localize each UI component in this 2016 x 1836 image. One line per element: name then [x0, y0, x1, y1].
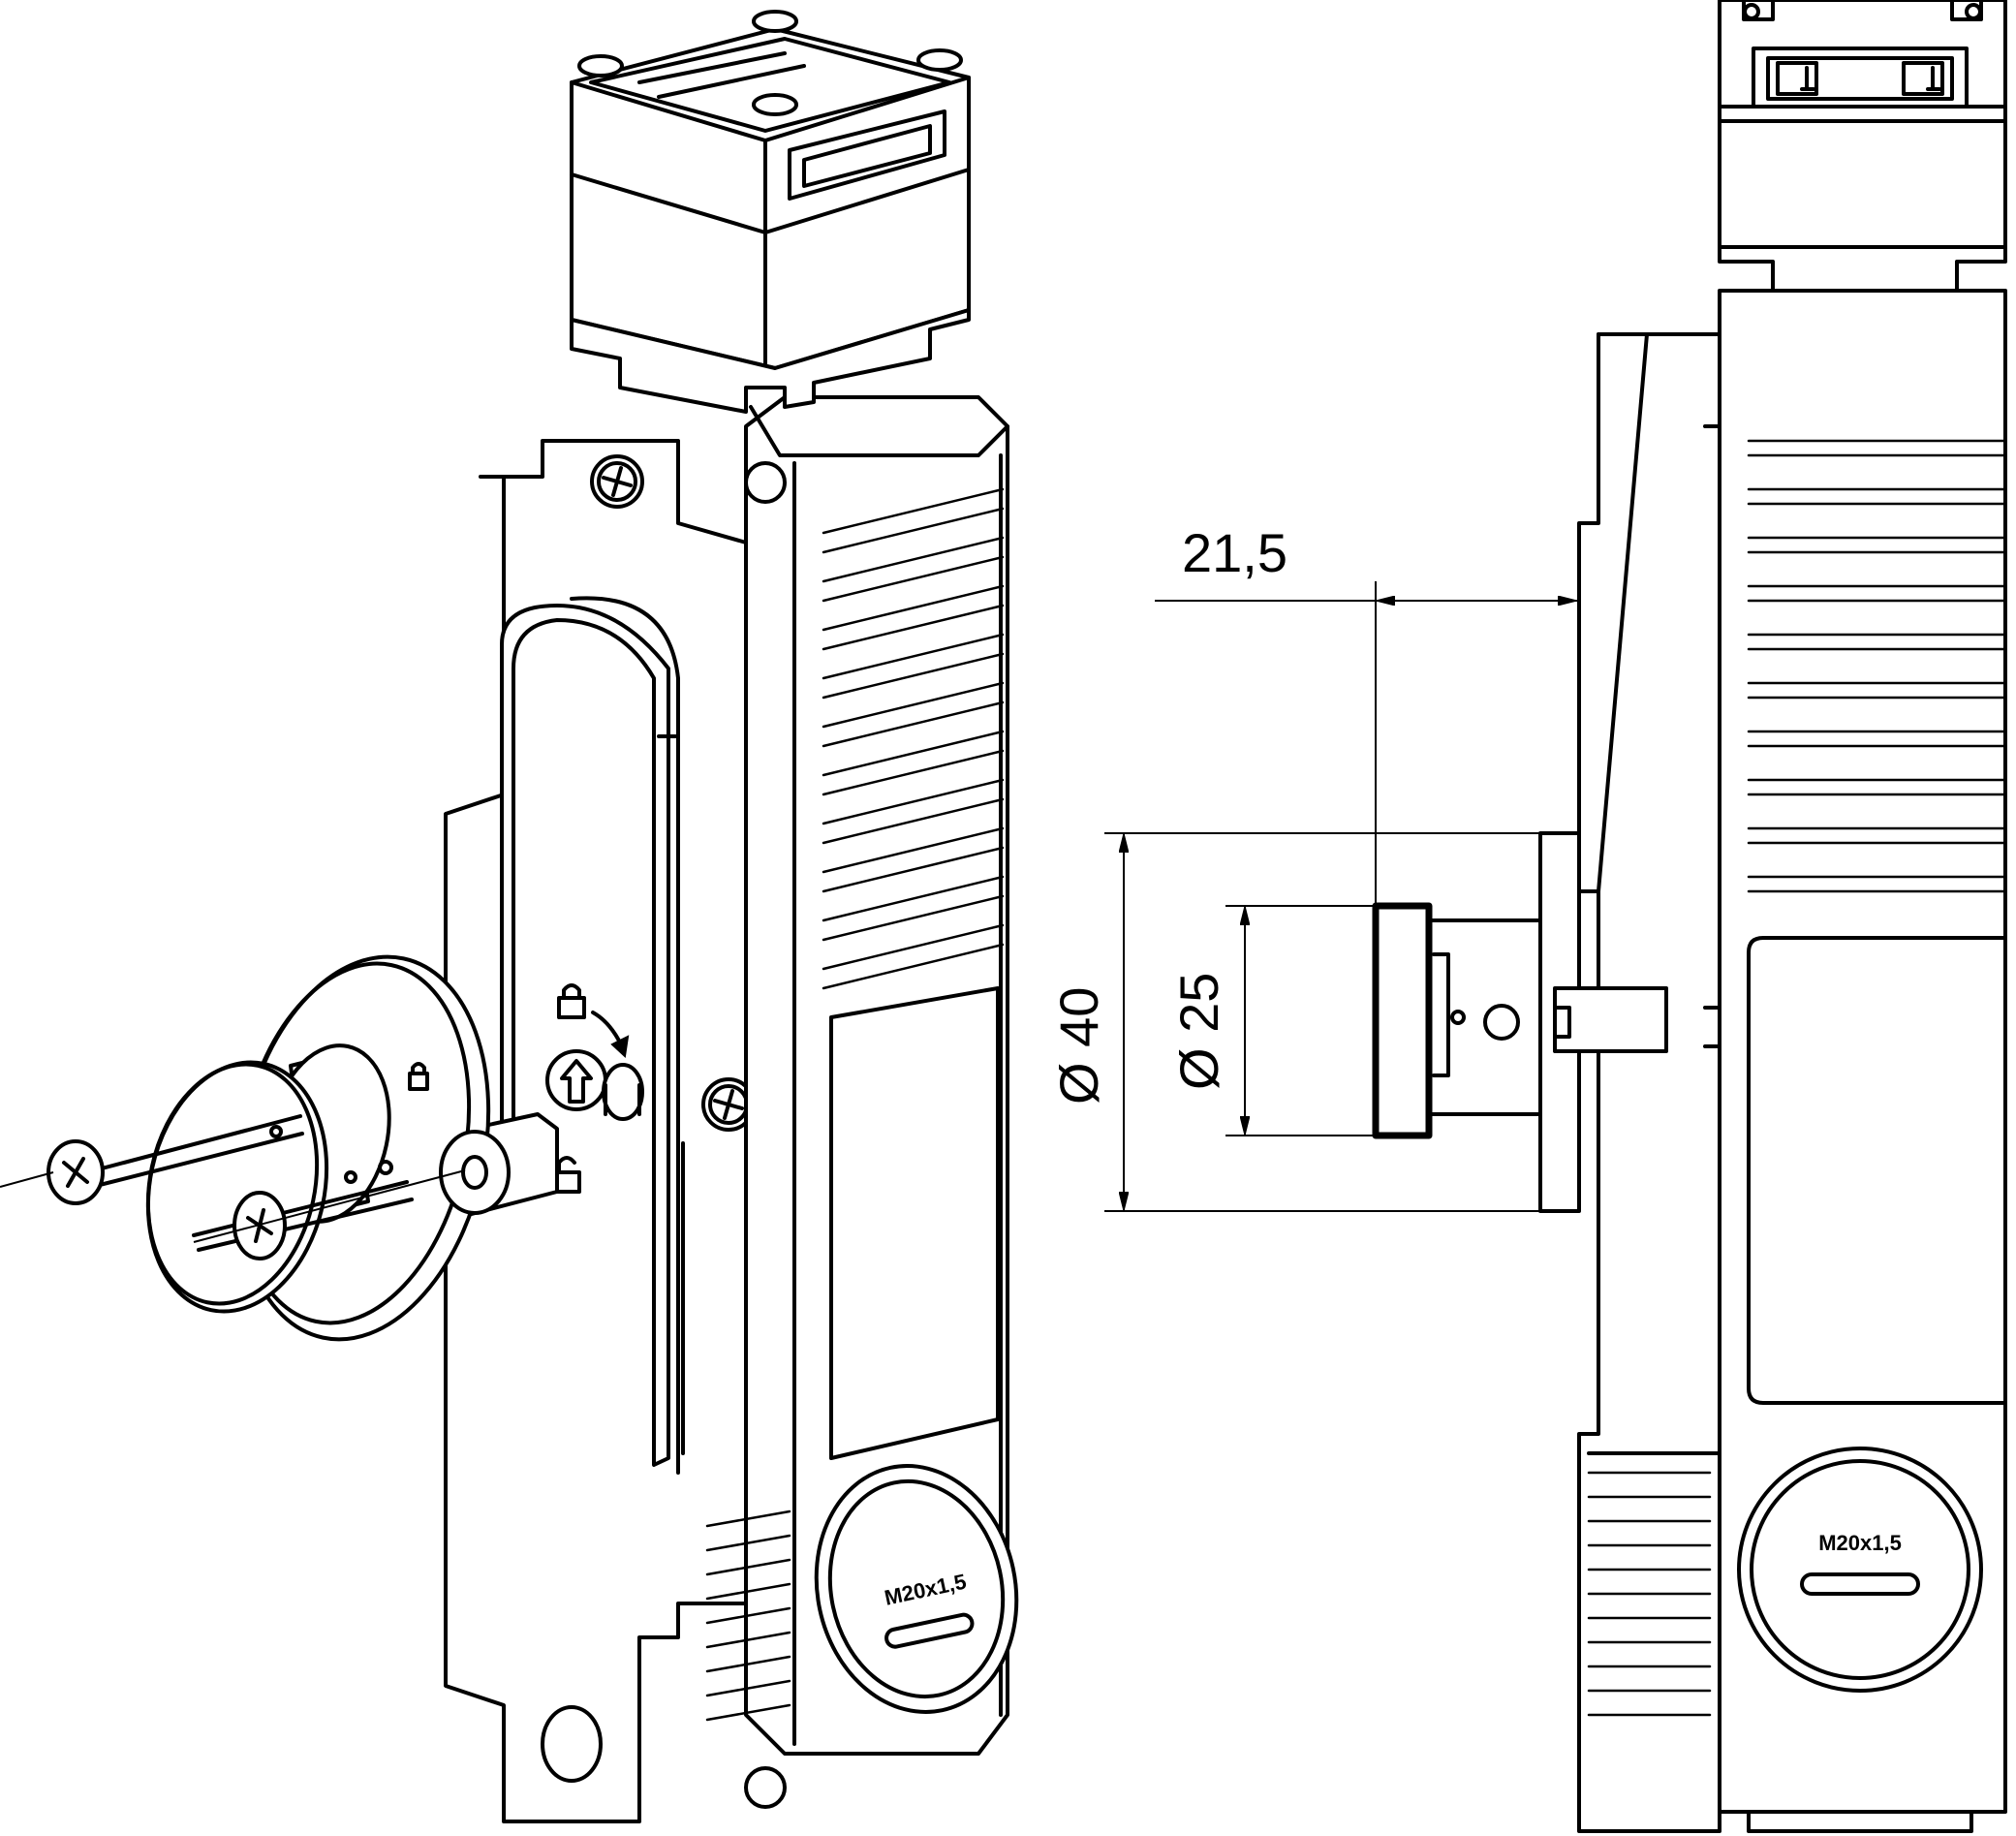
cable-gland-side: M20x1,5 — [1737, 1447, 1983, 1693]
rotate-arrow-icon — [591, 1011, 630, 1059]
up-arrow-icon — [545, 1049, 607, 1111]
actuator-slot — [500, 604, 670, 1467]
label-window — [829, 986, 1000, 1460]
switch-head-perspective — [570, 10, 971, 414]
side-view: M20x1,5 21,5 — [1048, 0, 2007, 1833]
label-window-side — [1747, 936, 2007, 1405]
cooling-ribs — [822, 487, 1005, 990]
screw-head-icon — [47, 1139, 105, 1205]
mounting-plate-side — [1577, 332, 1721, 1833]
dimension-inner-diameter: Ø 25 — [1168, 973, 1229, 1090]
mounting-plate — [444, 439, 756, 1823]
switch-body: M20x1,5 — [705, 395, 1019, 1809]
cable-gland-perspective: M20x1,5 — [814, 1464, 1019, 1714]
switch-head-side — [1718, 0, 2007, 293]
switch-body-side: M20x1,5 — [1703, 289, 2007, 1833]
dimension-offset: 21,5 — [1182, 522, 1287, 583]
actuator-side — [1372, 831, 1668, 1213]
cooling-ribs-side — [1747, 439, 2007, 893]
mounting-hole-bottom — [541, 1705, 603, 1783]
padlock-closed-icon — [557, 983, 586, 1019]
dimension-outer-diameter: Ø 40 — [1048, 987, 1109, 1105]
dimension-lines: 21,5 Ø 40 Ø 25 — [1048, 522, 1577, 1212]
thread-label-side: M20x1,5 — [1818, 1531, 1902, 1555]
perspective-view: M20x1,5 — [0, 10, 1019, 1823]
actuator-assembly — [0, 954, 559, 1342]
